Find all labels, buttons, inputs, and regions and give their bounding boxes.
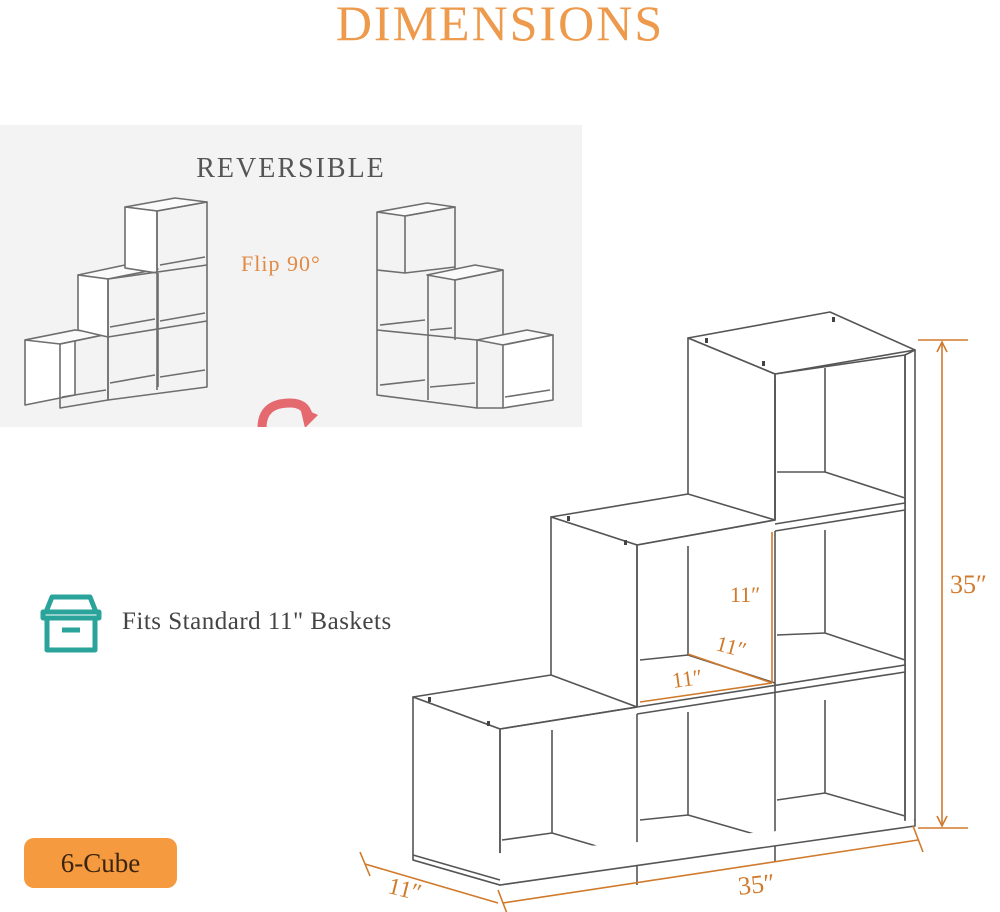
reversible-title: REVERSIBLE [196,153,386,184]
page-title: DIMENSIONS [335,0,665,51]
cube-width-label: 11″ [670,664,704,693]
reversible-panel: REVERSIBLE Flip 90° [0,125,582,427]
storage-box-icon [40,594,102,653]
basket-fit-text: Fits Standard 11" Baskets [122,608,392,635]
flip-label: Flip 90° [241,251,321,276]
reversible-illustration [24,197,554,427]
height-dimension-label: 35″ [950,570,987,599]
cube-height-label: 11″ [730,582,761,607]
staircase-right-image [376,202,554,409]
curved-rotate-arrow-icon [257,398,318,427]
staircase-left-image [24,197,208,409]
width-dimension-label: 35″ [736,868,777,901]
cube-count-badge: 6-Cube [24,838,177,888]
